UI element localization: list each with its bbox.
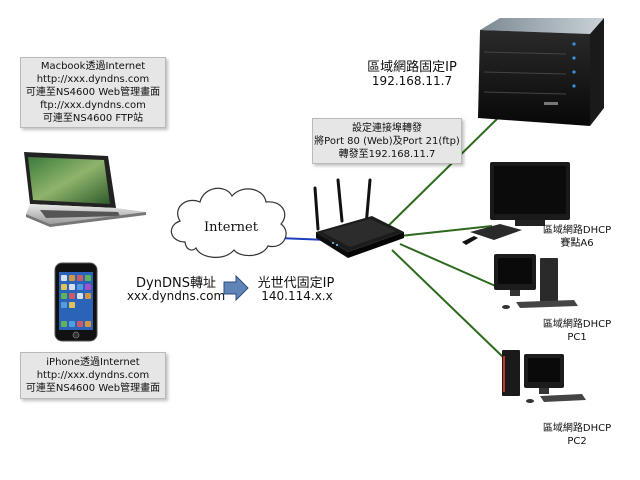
internet-label: Internet [204, 220, 258, 235]
client-line1: 區域網路DHCP [542, 319, 612, 330]
router-title: 光世代固定IP [257, 276, 335, 291]
dyndns-host: xxx.dyndns.com [126, 289, 226, 303]
media-player-link-line [399, 225, 493, 237]
pc2-link-line [391, 249, 505, 359]
nas-ip: 192.168.11.7 [371, 74, 453, 88]
port-forward-line: 將Port 80 (Web)及Port 21(ftp) [314, 135, 460, 147]
iphone-note-line: 可連至NS4600 Web管理畫面 [25, 383, 161, 394]
port-forward-line: 轉發至192.168.11.7 [338, 148, 436, 160]
macbook-note-line: 可連至NS4600 Web管理畫面 [25, 87, 161, 98]
client-line2: PC2 [567, 436, 587, 447]
client-label-media: 區域網路DHCP 賽點A6 [522, 224, 632, 250]
macbook-note-line: Macbook透過Internet [40, 61, 146, 72]
macbook-note-line: 可連至NS4600 FTP站 [42, 113, 144, 124]
router-ip: 140.114.x.x [261, 289, 333, 303]
client-label-pc2: 區域網路DHCP PC2 [522, 422, 632, 448]
client-line2: 賽點A6 [560, 238, 594, 249]
iphone-access-note: iPhone透過Internet http://xxx.dyndns.com 可… [20, 352, 166, 399]
pc1-link-line [399, 243, 501, 289]
client-line1: 區域網路DHCP [542, 225, 612, 236]
port-forward-note: 設定連接埠轉發 將Port 80 (Web)及Port 21(ftp) 轉發至1… [312, 118, 462, 164]
client-label-pc1: 區域網路DHCP PC1 [522, 318, 632, 344]
macbook-note-line: ftp://xxx.dyndns.com [40, 100, 146, 111]
client-line1: 區域網路DHCP [542, 423, 612, 434]
macbook-note-line: http://xxx.dyndns.com [36, 74, 150, 85]
nas-title: 區域網路固定IP [367, 60, 457, 75]
port-forward-line: 設定連接埠轉發 [352, 122, 422, 134]
iphone-note-line: iPhone透過Internet [46, 357, 140, 368]
dyndns-title: DynDNS轉址 [136, 276, 216, 291]
wan-link-line [277, 237, 329, 241]
iphone-note-line: http://xxx.dyndns.com [36, 370, 150, 381]
nas-link-line [381, 117, 499, 233]
client-line2: PC1 [567, 332, 587, 343]
macbook-access-note: Macbook透過Internet http://xxx.dyndns.com … [20, 57, 166, 128]
